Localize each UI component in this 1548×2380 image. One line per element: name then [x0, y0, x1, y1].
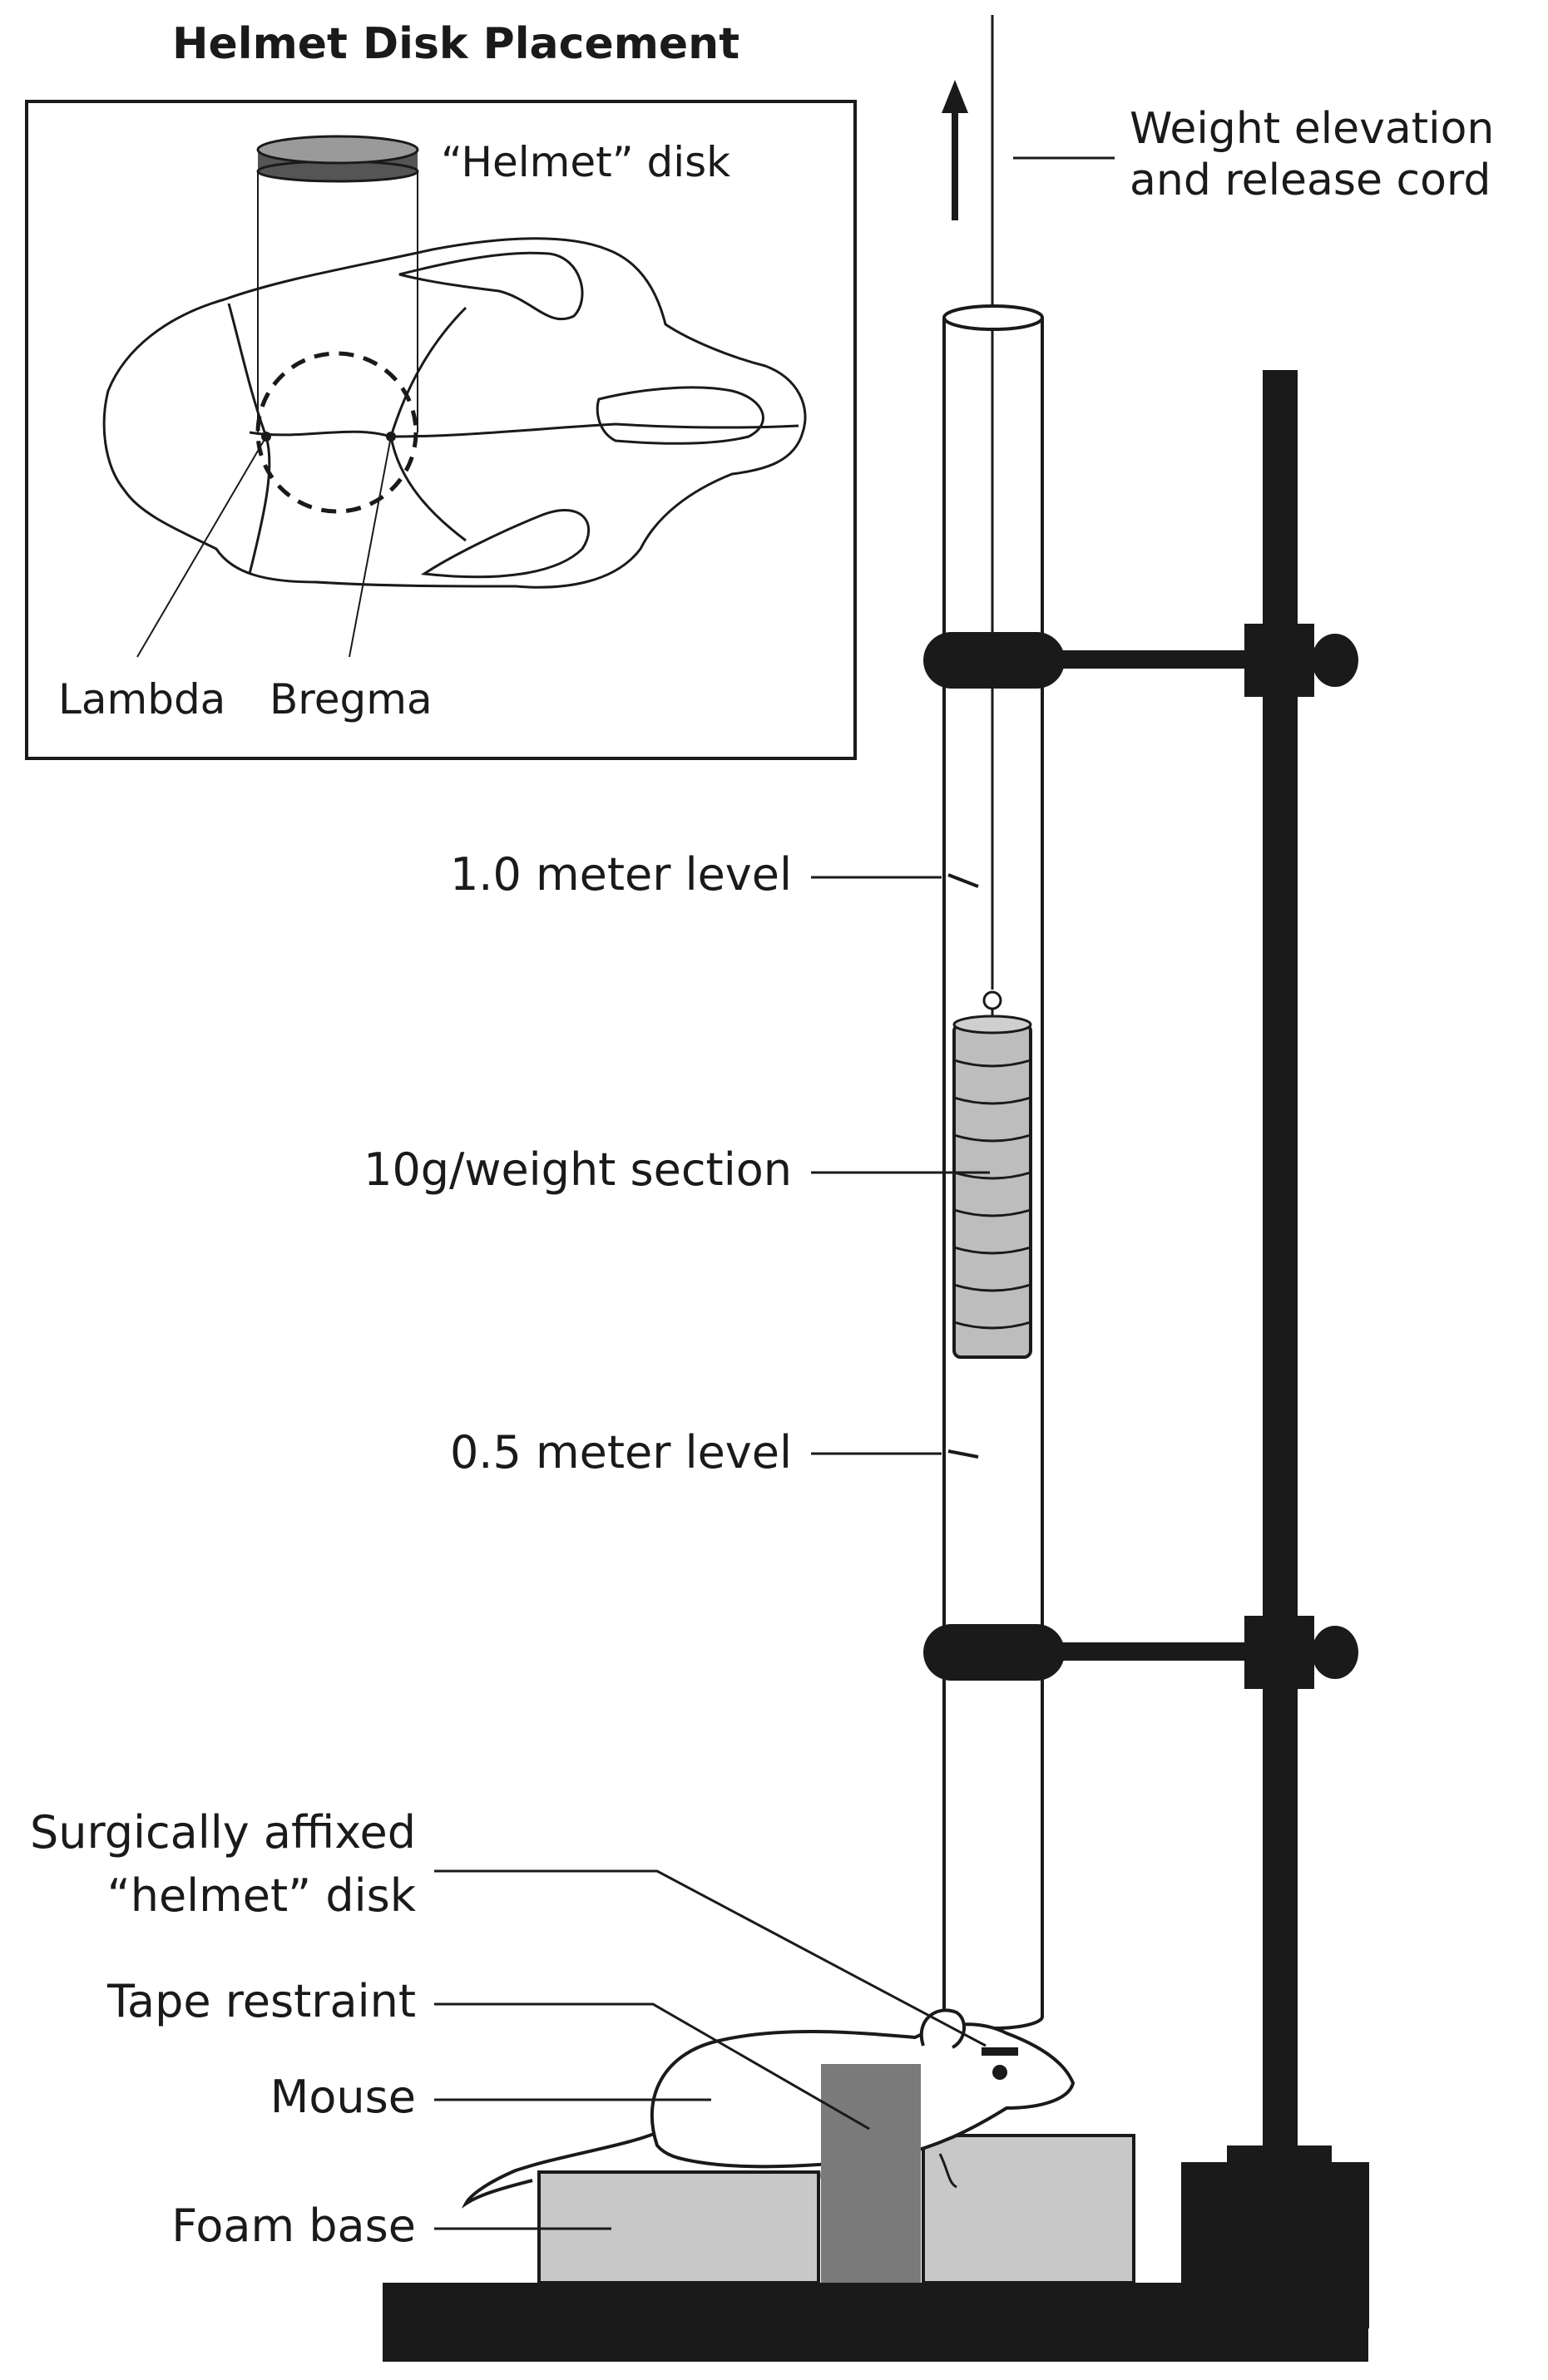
affixed-leader	[434, 1869, 987, 2047]
tick-1-0m	[947, 873, 979, 888]
lambda-leader	[136, 436, 267, 658]
skull-feature-upper	[398, 251, 584, 321]
tape-restraint-leader	[434, 2002, 870, 2131]
helmet-disk-icon	[256, 135, 419, 183]
base-plate	[383, 2283, 1368, 2362]
lambda-label: Lambda	[58, 675, 225, 723]
midline-suture	[249, 422, 799, 438]
placement-circle	[255, 351, 418, 514]
level-1-0-label: 1.0 meter level	[450, 848, 792, 901]
bregma-leader	[349, 436, 392, 658]
lower-clamp	[923, 1616, 1358, 1689]
affixed-label-line1: Surgically affixed	[30, 1806, 416, 1859]
helmet-placement-inset: Helmet Disk Placement “Helmet” disk Lamb…	[25, 19, 857, 760]
weight-stack	[952, 1015, 1032, 1359]
tape-restraint-label: Tape restraint	[106, 1975, 416, 2027]
inset-frame	[25, 100, 857, 760]
skull-outline	[102, 237, 807, 589]
tick-0-5m	[947, 1449, 979, 1459]
cord-label-line1: Weight elevation	[1130, 104, 1494, 154]
affixed-label-line2: “helmet” disk	[107, 1869, 417, 1922]
level-0-5-label: 0.5 meter level	[450, 1426, 792, 1479]
skull-feature-lower	[420, 509, 591, 579]
cord-label-line2: and release cord	[1130, 156, 1491, 205]
helmet-disk-label: “Helmet” disk	[441, 138, 730, 186]
mouse-label: Mouse	[270, 2071, 416, 2123]
drop-tube	[942, 304, 1044, 2030]
tape-restraint	[821, 2064, 921, 2283]
affixed-helmet-disk	[982, 2047, 1018, 2056]
weight-section-label: 10g/weight section	[364, 1143, 792, 1196]
skull-nasal	[596, 386, 764, 445]
coronal-suture	[389, 306, 467, 542]
bregma-label: Bregma	[270, 675, 433, 723]
inset-title: Helmet Disk Placement	[172, 19, 739, 69]
up-arrow-icon	[942, 80, 968, 220]
upper-clamp	[923, 624, 1358, 697]
foam-base-label: Foam base	[171, 2200, 416, 2252]
